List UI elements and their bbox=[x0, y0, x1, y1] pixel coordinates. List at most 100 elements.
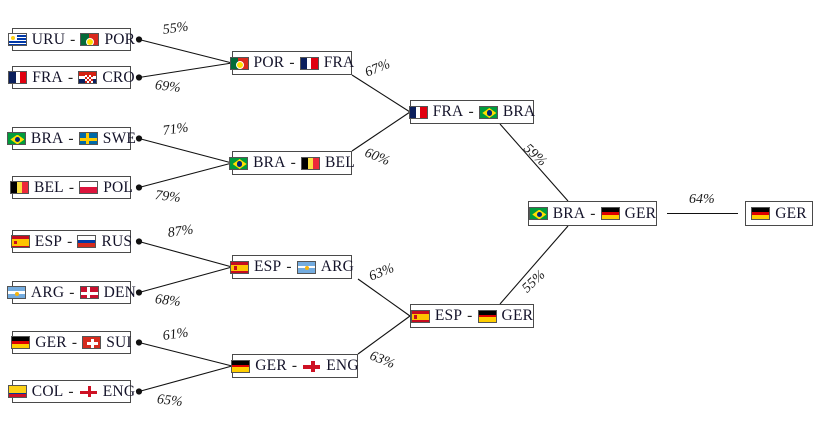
match-box-r2m4[interactable]: GER-ENG bbox=[231, 354, 359, 378]
match-box-r3m1[interactable]: FRA- BRA bbox=[408, 100, 536, 124]
match-box-r3m2[interactable]: ESP-GER bbox=[410, 304, 534, 328]
flag-esp-icon bbox=[410, 309, 430, 323]
team-left: FRA bbox=[408, 103, 464, 121]
edge-origin-dot bbox=[135, 289, 143, 296]
team-code: GER bbox=[624, 204, 657, 222]
win-probability-e9: 67% bbox=[363, 56, 393, 81]
edge-origin-dot bbox=[135, 36, 143, 43]
team-code: BRA bbox=[30, 129, 64, 147]
team-right: FRA bbox=[299, 54, 355, 72]
team-code: GER bbox=[35, 333, 67, 351]
match-box-r1m2[interactable]: FRA-CRO bbox=[8, 66, 135, 89]
match-box-r4m1[interactable]: BRA- GER bbox=[528, 201, 657, 226]
team-right: ARG bbox=[296, 258, 354, 276]
edge-e9 bbox=[351, 74, 411, 113]
team-code: GER bbox=[255, 357, 287, 374]
edge-e1 bbox=[138, 38, 233, 64]
match-box-r2m3[interactable]: ESP-ARG bbox=[230, 255, 354, 279]
edge-origin-dot bbox=[135, 74, 143, 81]
flag-arg-icon bbox=[6, 286, 26, 299]
team-code: FRA bbox=[323, 54, 355, 71]
edge-origin-dot bbox=[135, 184, 143, 191]
team-left: FRA bbox=[8, 69, 63, 87]
team-code: FRA bbox=[432, 103, 464, 120]
edge-e7 bbox=[138, 341, 233, 367]
flag-esp-icon bbox=[230, 260, 249, 274]
match-box-r1m8[interactable]: COL-ENG bbox=[7, 380, 135, 403]
match-box-r2m1[interactable]: POR-FRA bbox=[229, 51, 355, 75]
match-separator: - bbox=[590, 204, 596, 222]
team-code: DEN bbox=[103, 283, 137, 301]
edge-e8 bbox=[138, 365, 233, 393]
win-probability-e12: 63% bbox=[367, 348, 397, 373]
flag-bra-icon bbox=[6, 132, 26, 145]
edge-e2 bbox=[138, 62, 233, 79]
flag-bra-icon bbox=[229, 156, 249, 170]
team-left: ARG bbox=[6, 283, 65, 302]
flag-eng-icon bbox=[302, 359, 322, 373]
match-box-r1m1[interactable]: URU-POR bbox=[7, 28, 135, 51]
match-separator: - bbox=[69, 283, 75, 301]
team-code: ENG bbox=[102, 382, 136, 400]
flag-rus-icon bbox=[77, 235, 97, 248]
team-left: ESP bbox=[230, 258, 281, 276]
edge-origin-dot bbox=[135, 388, 143, 395]
team-right: BRA bbox=[478, 103, 536, 121]
match-separator: - bbox=[467, 307, 473, 324]
team-code: COL bbox=[31, 382, 64, 400]
match-box-r1m4[interactable]: BEL-POL bbox=[9, 176, 133, 199]
match-separator: - bbox=[71, 333, 78, 351]
edge-e11 bbox=[357, 278, 411, 317]
win-probability-e13: 59% bbox=[520, 141, 550, 170]
match-separator: - bbox=[67, 232, 73, 250]
team-right: ENG bbox=[302, 357, 359, 375]
match-box-r2m2[interactable]: BRA-BEL bbox=[229, 151, 355, 175]
win-probability-e1: 55% bbox=[161, 19, 190, 38]
flag-bel-icon bbox=[301, 156, 320, 170]
team-code: ENG bbox=[326, 357, 359, 374]
team-code: SUI bbox=[106, 333, 132, 351]
flag-col-icon bbox=[7, 385, 27, 398]
flag-por-icon bbox=[229, 56, 249, 70]
match-box-r1m5[interactable]: ESP- RUS bbox=[10, 230, 132, 253]
match-box-r1m7[interactable]: GER- SUI bbox=[11, 331, 132, 354]
edge-e4 bbox=[138, 162, 233, 189]
team-code: ESP bbox=[34, 232, 63, 250]
flag-bra-icon bbox=[478, 105, 498, 119]
team-right: POL bbox=[79, 179, 133, 197]
edge-origin-dot bbox=[135, 135, 143, 142]
win-probability-e8: 65% bbox=[156, 392, 184, 411]
match-box-r1m3[interactable]: BRA-SWE bbox=[6, 127, 136, 150]
team-left: ESP bbox=[10, 232, 63, 251]
team-right: CRO bbox=[78, 69, 135, 87]
flag-fra-icon bbox=[408, 105, 428, 119]
edge-origin-dot bbox=[135, 339, 143, 346]
team-code: POR bbox=[253, 54, 285, 71]
flag-pol-icon bbox=[79, 181, 99, 194]
flag-arg-icon bbox=[296, 260, 316, 274]
champion-box[interactable]: GER bbox=[745, 201, 813, 226]
team-left: BRA bbox=[6, 129, 64, 148]
match-separator: - bbox=[468, 103, 474, 120]
win-probability-e4: 79% bbox=[154, 188, 182, 207]
team-right: RUS bbox=[77, 233, 132, 251]
team-right: GER bbox=[600, 204, 657, 223]
team-code: RUS bbox=[101, 232, 133, 250]
team-code: BRA bbox=[253, 154, 286, 171]
team-left: BEL bbox=[9, 179, 64, 197]
win-probability-e7: 61% bbox=[161, 325, 190, 344]
match-separator: - bbox=[68, 129, 74, 147]
match-box-r1m6[interactable]: ARG- DEN bbox=[6, 281, 136, 304]
team-code: BRA bbox=[502, 103, 536, 120]
team-code: GER bbox=[775, 204, 807, 222]
team-left: GER bbox=[231, 357, 287, 375]
team-code: FRA bbox=[32, 68, 63, 86]
team-right: POR bbox=[80, 31, 135, 49]
team-left: COL bbox=[7, 382, 64, 401]
team-code: BRA bbox=[552, 204, 586, 222]
team-code: ARG bbox=[30, 283, 65, 301]
team-right: SWE bbox=[78, 130, 136, 148]
team-code: POL bbox=[103, 178, 134, 196]
